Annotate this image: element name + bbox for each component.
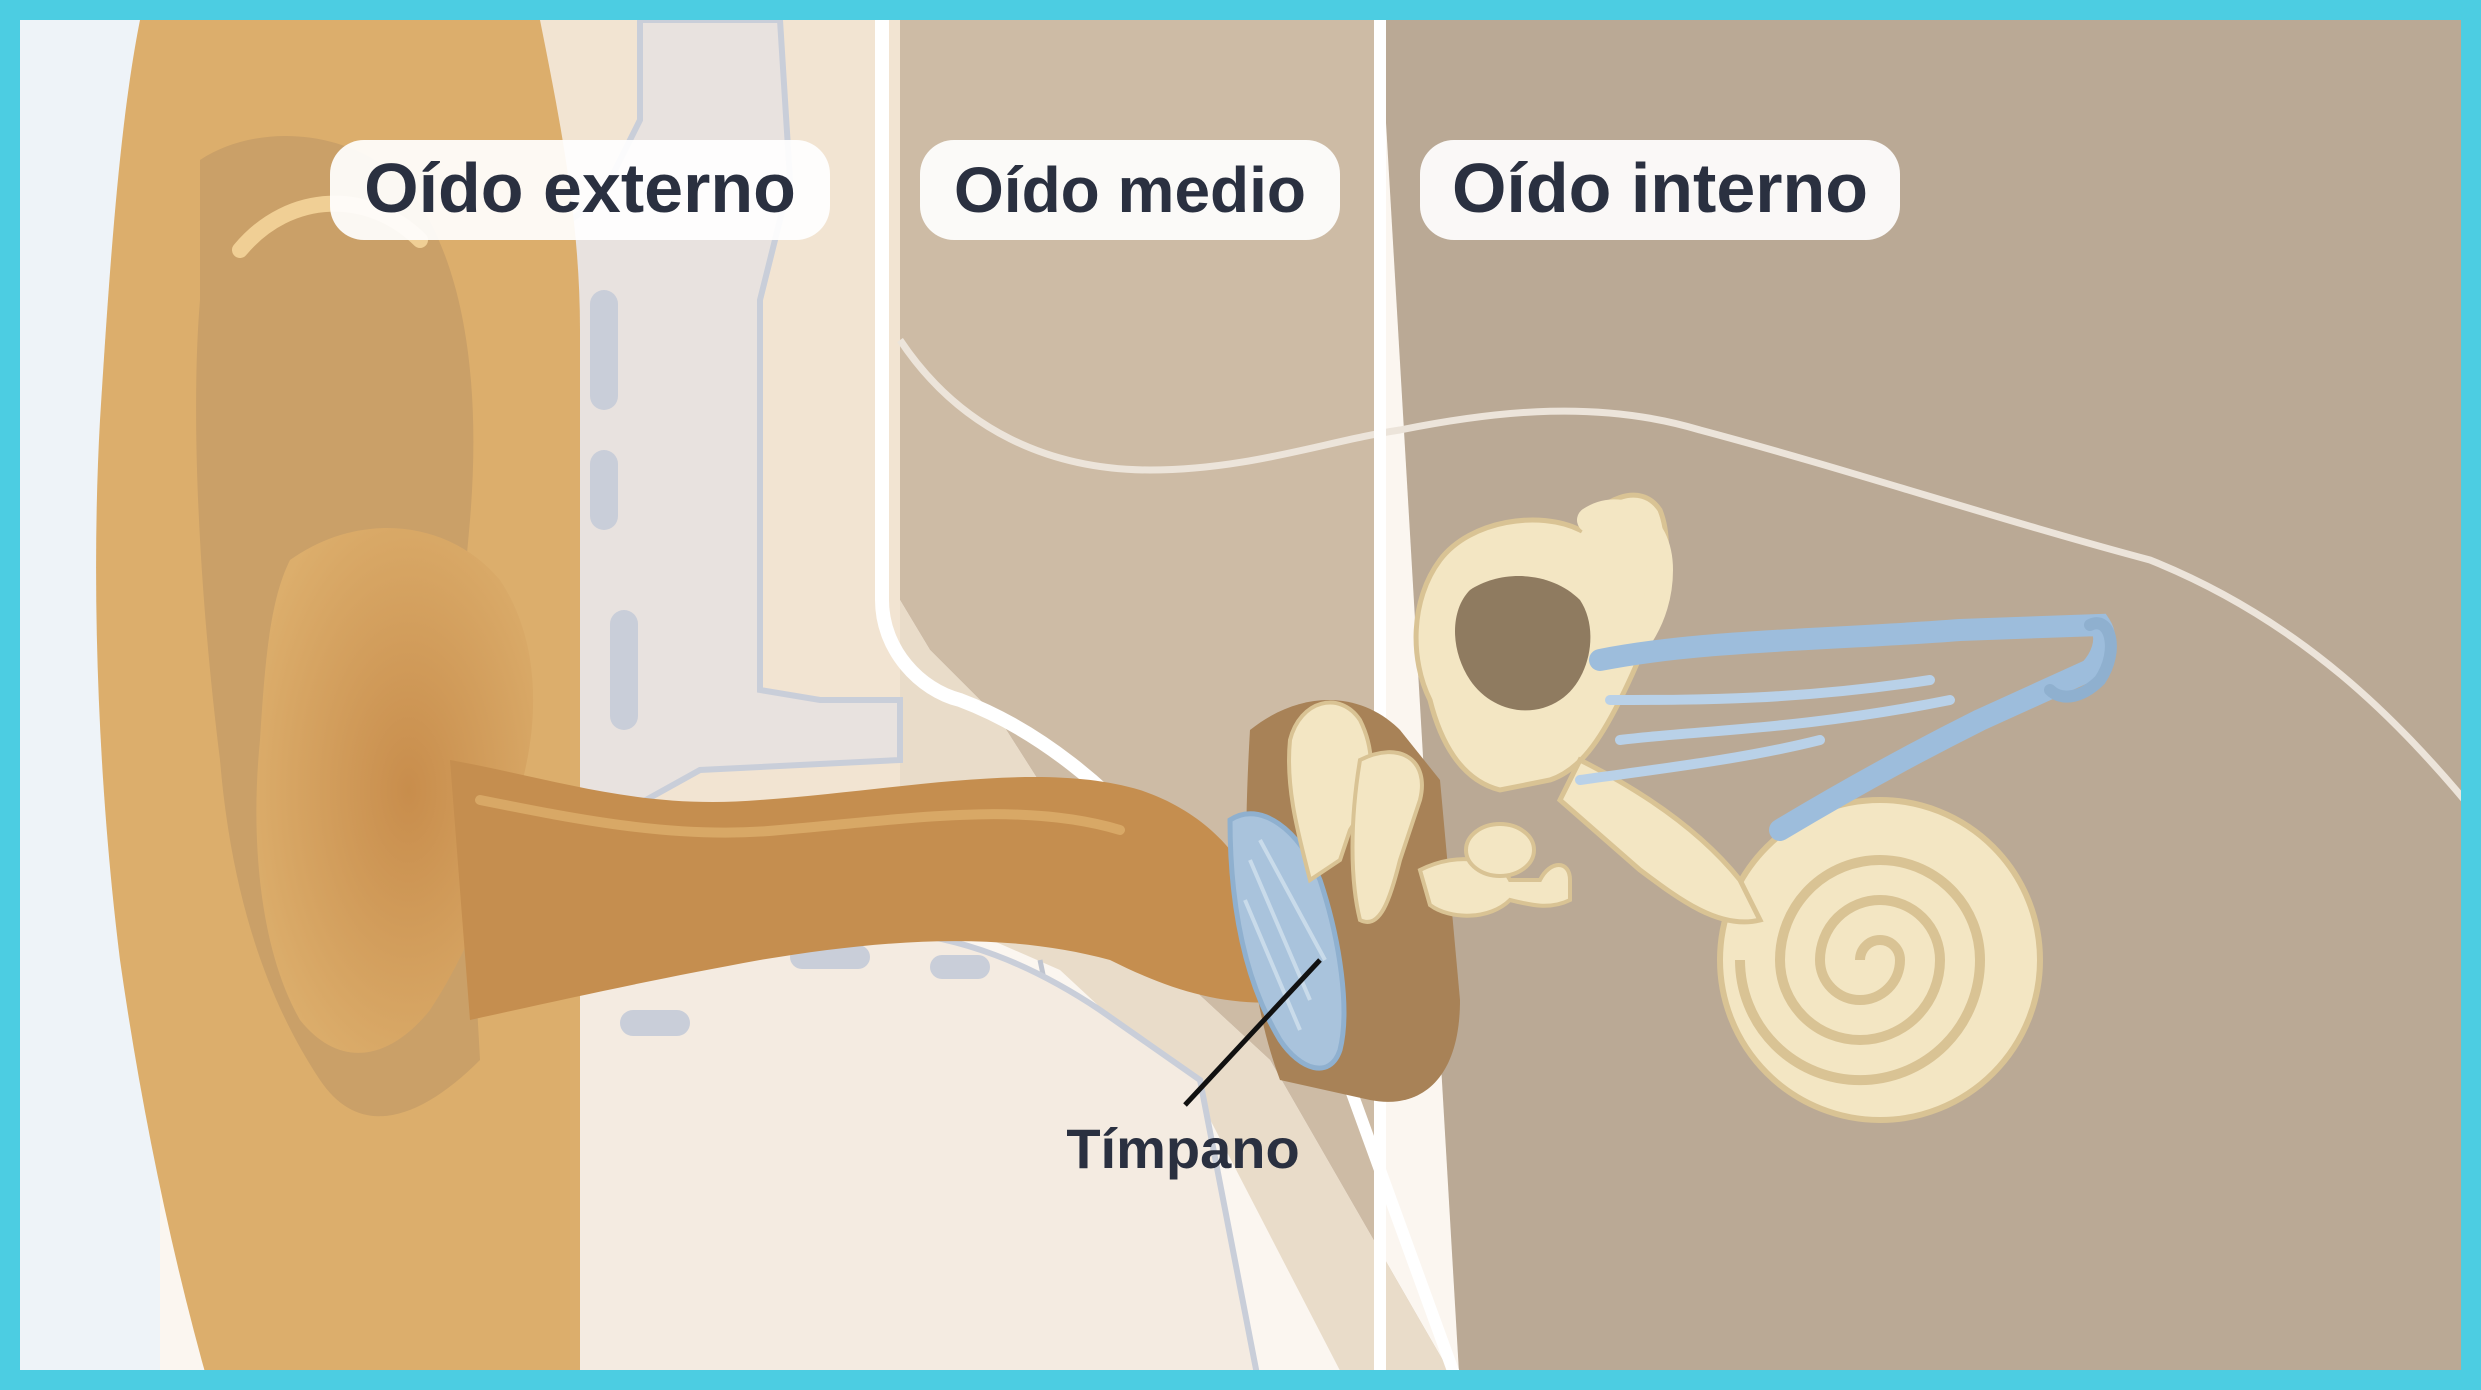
cartilage-mark-4 [620, 1010, 690, 1036]
label-inner-ear-text: Oído interno [1452, 149, 1868, 227]
bone-contour-upper [897, 338, 2481, 823]
incus [1350, 750, 1424, 924]
oval-window [1464, 822, 1536, 878]
cartilage-mark-6 [930, 955, 990, 979]
label-middle-ear: Oído medio [920, 140, 1340, 240]
label-middle-ear-text: Oído medio [954, 154, 1306, 226]
label-outer-ear-pill [330, 140, 830, 240]
cochlea-spiral [1735, 855, 1986, 1085]
eardrum-callout-line [1183, 958, 1322, 1107]
eardrum-fibers [1243, 839, 1327, 1031]
label-inner-ear-pill [1420, 140, 1900, 240]
auditory-nerve-fibers [1575, 675, 1955, 785]
nerve-bundle-end [2044, 617, 2117, 703]
ear-canal-highlight [475, 795, 1125, 838]
cartilage-mark-3 [610, 610, 638, 730]
cochlea-base-connector [1556, 756, 1764, 925]
label-outer-ear: Oído externo [330, 140, 830, 240]
label-inner-ear: Oído interno [1420, 140, 1900, 240]
label-eardrum: Tímpano [1066, 1117, 1299, 1180]
label-middle-ear-pill [920, 140, 1340, 240]
cartilage-mark-2 [590, 450, 618, 530]
semicircular-canal-hole [1455, 576, 1591, 711]
cartilage-mark-1 [590, 290, 618, 410]
boundary-lower [1334, 1057, 1466, 1390]
label-outer-ear-text: Oído externo [364, 149, 796, 227]
cochlea [1717, 797, 2043, 1123]
